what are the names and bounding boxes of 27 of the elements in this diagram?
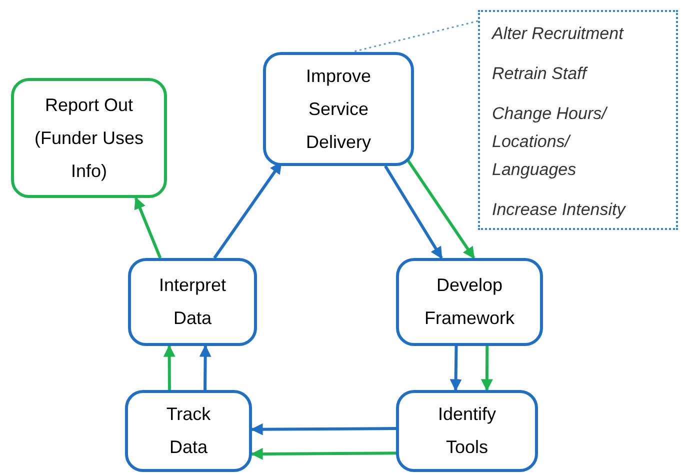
- note-text: Increase Intensity: [492, 199, 627, 221]
- process-label: Report Out (Funder Uses Info): [33, 94, 145, 183]
- process-box: [396, 258, 543, 346]
- arrow: [199, 344, 212, 390]
- process-label: Improve Service Delivery: [304, 64, 372, 154]
- arrow: [250, 448, 396, 460]
- process-label: Develop Framework: [423, 274, 516, 330]
- process-label: Interpret Data: [158, 274, 228, 330]
- note-text: Change Hours/ Locations/ Languages: [492, 103, 609, 181]
- process-box: [125, 390, 252, 472]
- note-box: [478, 10, 678, 230]
- process-box: [11, 78, 167, 198]
- leader-line: [352, 20, 478, 53]
- arrow: [163, 344, 176, 390]
- process-label: Identify Tools: [436, 403, 498, 459]
- arrow: [134, 196, 162, 259]
- process-box: [128, 258, 257, 346]
- note-text: Retrain Staff: [492, 63, 589, 85]
- arrow: [450, 346, 462, 392]
- process-label: Track Data: [165, 403, 212, 459]
- arrow: [406, 159, 476, 259]
- process-box: [263, 52, 414, 166]
- arrow: [250, 423, 396, 436]
- process-box: [396, 390, 538, 472]
- arrow: [384, 165, 443, 260]
- note-text: Alter Recruitment: [492, 23, 625, 45]
- arrow: [480, 346, 493, 392]
